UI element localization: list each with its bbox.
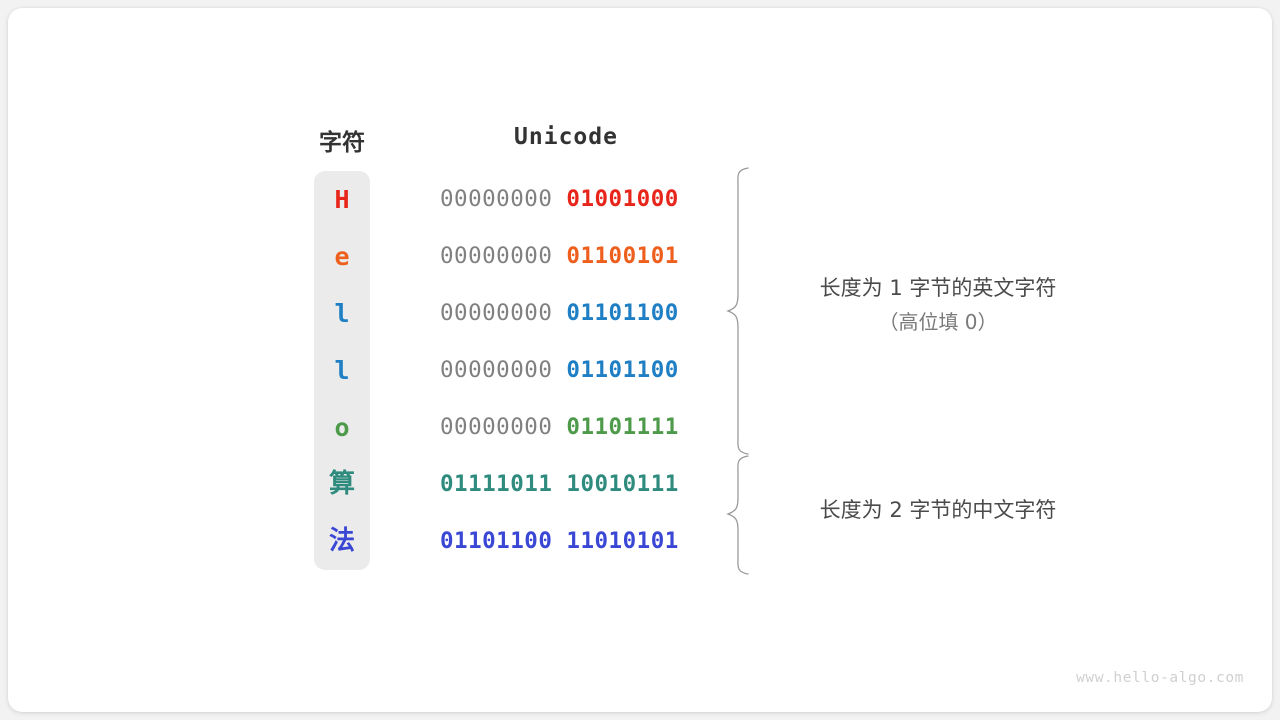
- unicode-high-byte: 00000000: [440, 300, 553, 326]
- unicode-low-byte: 11010101: [566, 528, 679, 554]
- character-cell: 算: [328, 469, 355, 499]
- unicode-high-byte: 00000000: [440, 186, 553, 212]
- unicode-low-byte: 01101111: [566, 414, 679, 440]
- character-cell: 法: [328, 526, 355, 556]
- unicode-high-byte: 01111011: [440, 471, 553, 497]
- annotation-single-byte-line1: 长度为 1 字节的英文字符: [819, 276, 1057, 300]
- unicode-high-byte: 00000000: [440, 414, 553, 440]
- unicode-high-byte: 01101100: [440, 528, 553, 554]
- character-cell: l: [334, 299, 350, 328]
- unicode-high-byte: 00000000: [440, 243, 553, 269]
- unicode-bits-cell: 00000000 01101111: [440, 399, 692, 456]
- unicode-low-byte: 01101100: [566, 357, 679, 383]
- annotation-double-byte-line1: 长度为 2 字节的中文字符: [819, 498, 1057, 522]
- unicode-low-byte: 10010111: [566, 471, 679, 497]
- annotation-single-byte-line2: （高位填 0）: [878, 310, 998, 334]
- annotation-single-byte: 长度为 1 字节的英文字符 （高位填 0）: [776, 270, 1100, 338]
- unicode-bits-cell: 01101100 11010101: [440, 513, 692, 570]
- unicode-high-byte: 00000000: [440, 357, 553, 383]
- figure-card: 字符 Unicode H 00000000 01001000 e 00000000 0…: [8, 8, 1272, 712]
- unicode-low-byte: 01001000: [566, 186, 679, 212]
- unicode-bits-cell: 00000000 01101100: [440, 342, 692, 399]
- unicode-low-byte: 01101100: [566, 300, 679, 326]
- character-column-block: [314, 171, 370, 570]
- unicode-bits-cell: 00000000 01001000: [440, 171, 692, 228]
- unicode-bits-cell: 00000000 01101100: [440, 285, 692, 342]
- character-cell: e: [334, 242, 350, 271]
- brace-double-byte: [726, 455, 749, 575]
- annotation-double-byte: 长度为 2 字节的中文字符: [776, 492, 1100, 528]
- unicode-low-byte: 01100101: [566, 243, 679, 269]
- column-header-unicode: Unicode: [514, 124, 618, 150]
- column-header-character: 字符: [319, 130, 365, 156]
- unicode-bits-cell: 00000000 01100101: [440, 228, 692, 285]
- character-cell: H: [334, 185, 350, 214]
- brace-single-byte: [726, 167, 749, 455]
- character-cell: o: [334, 413, 350, 442]
- character-cell: l: [334, 356, 350, 385]
- watermark: www.hello-algo.com: [1076, 670, 1244, 686]
- unicode-bits-cell: 01111011 10010111: [440, 456, 692, 513]
